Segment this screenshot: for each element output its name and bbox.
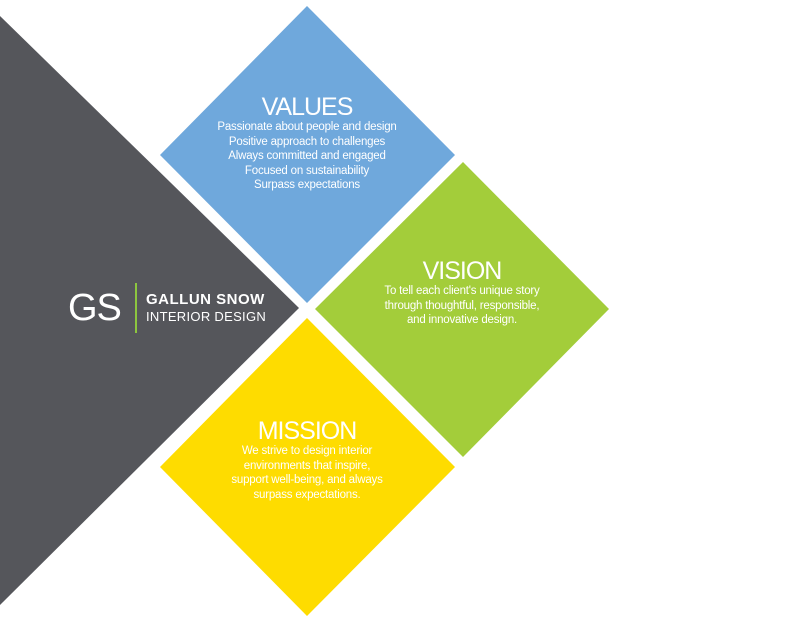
values-line: Always committed and engaged	[228, 150, 386, 162]
vision-diamond	[315, 162, 609, 457]
logo-subtitle: INTERIOR DESIGN	[146, 309, 267, 324]
mission-line: environments that inspire,	[243, 459, 371, 472]
logo-name: GALLUN SNOW	[146, 291, 265, 308]
mission-line: We strive to design interior	[241, 445, 373, 457]
values-title: VALUES	[261, 93, 354, 121]
values-line: Focused on sustainability	[244, 164, 370, 177]
values-line: Positive approach to challenges	[228, 135, 386, 148]
values-diamond	[160, 6, 455, 303]
values-line: Passionate about people and design	[217, 121, 397, 133]
values-line: Surpass expectations	[254, 179, 360, 191]
values-block: VALUES Passionate about people and desig…	[187, 94, 427, 193]
vision-line: and innovative design.	[406, 314, 518, 326]
mission-diamond	[160, 318, 455, 616]
logo-divider	[135, 283, 137, 333]
mission-line: surpass expectations.	[253, 488, 361, 501]
mission-title: MISSION	[257, 417, 358, 445]
mission-line: support well-being, and always	[231, 474, 383, 486]
gray-triangle	[0, 16, 299, 605]
vision-title: VISION	[422, 257, 503, 285]
vision-line: To tell each client's unique story	[384, 285, 540, 297]
vision-block: VISION To tell each client's unique stor…	[342, 258, 582, 328]
mission-block: MISSION We strive to design interior env…	[187, 418, 427, 502]
vision-line: through thoughtful, responsible,	[384, 299, 540, 312]
logo-monogram: GS	[68, 287, 122, 329]
